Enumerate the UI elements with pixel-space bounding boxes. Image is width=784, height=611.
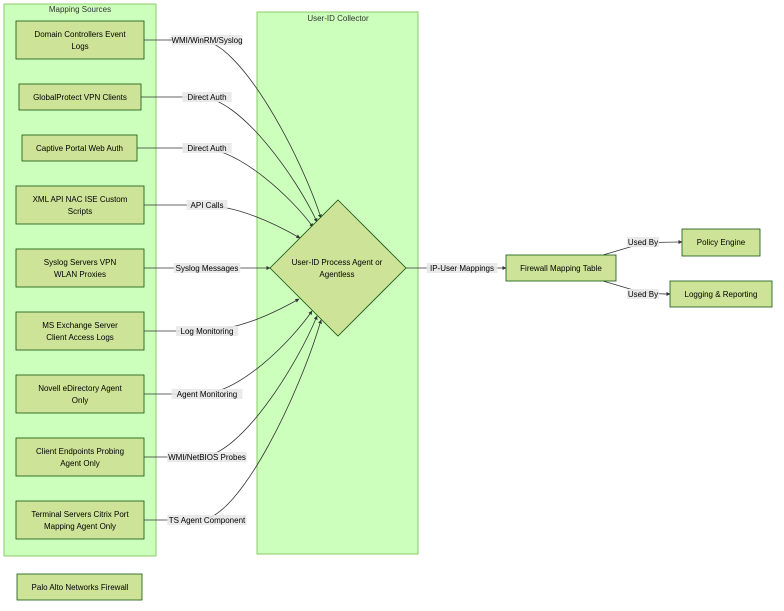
- source-node-box-ts: [15, 500, 145, 540]
- edge-label-gp: Direct Auth: [182, 92, 232, 102]
- source-label-ex-line-2: Client Access Logs: [46, 333, 114, 342]
- source-node-box-sys: [15, 248, 145, 288]
- source-node-gp[interactable]: GlobalProtect VPN Clients: [18, 83, 142, 111]
- source-node-box-xml: [15, 185, 145, 225]
- firewall-label: Palo Alto Networks Firewall: [32, 583, 129, 592]
- source-label-xml-line-2: Scripts: [68, 207, 92, 216]
- mapping-table-node[interactable]: Firewall Mapping Table: [505, 254, 617, 282]
- source-label-nov-line-2: Only: [72, 396, 88, 405]
- edge-label-text-used-by-1: Used By: [628, 290, 658, 299]
- source-node-cp[interactable]: Captive Portal Web Auth: [21, 134, 138, 162]
- source-label-ts-line-1: Terminal Servers Citrix Port: [31, 510, 129, 519]
- process-label-line-1: User-ID Process Agent or: [292, 258, 383, 267]
- policy-engine-label: Policy Engine: [697, 238, 746, 247]
- source-label-dc-line-2: Logs: [71, 42, 88, 51]
- edge-label-bg-nov: [171, 389, 243, 399]
- edge-label-cp: Direct Auth: [182, 143, 232, 153]
- edge-label-text-nov: Agent Monitoring: [177, 390, 237, 399]
- edge-label-text-dc: WMI/WinRM/Syslog: [171, 36, 242, 45]
- source-nodes: Domain Controllers EventLogsGlobalProtec…: [15, 20, 145, 540]
- edge-label-bg-cp: [182, 143, 232, 153]
- logging-reporting-node[interactable]: Logging & Reporting: [669, 280, 773, 308]
- firewall-node[interactable]: Palo Alto Networks Firewall: [16, 573, 143, 601]
- edge-label-ip-user-mappings: IP-User Mappings: [426, 263, 498, 273]
- process-label-line-2: Agentless: [319, 270, 354, 279]
- source-node-box-dc: [15, 20, 145, 60]
- edge-label-bg-gp: [182, 92, 232, 102]
- source-label-ex-line-1: MS Exchange Server: [42, 321, 118, 330]
- edge-label-bg-ip-user-mappings: [426, 263, 498, 273]
- edge-label-text-ts: TS Agent Component: [169, 516, 246, 525]
- source-node-box-gp: [18, 83, 142, 111]
- edge-label-text-used-by-0: Used By: [628, 238, 658, 247]
- edge-label-dc: WMI/WinRM/Syslog: [171, 35, 243, 45]
- edge-label-ex: Log Monitoring: [175, 326, 239, 336]
- source-label-xml-line-1: XML API NAC ISE Custom: [33, 195, 128, 204]
- edge-label-nov: Agent Monitoring: [171, 389, 243, 399]
- edge-label-text-ip-user-mappings: IP-User Mappings: [430, 264, 494, 273]
- edge-label-used-by-1: Used By: [626, 289, 660, 299]
- source-label-ce-line-2: Agent Only: [60, 459, 100, 468]
- edge-label-bg-xml: [186, 200, 228, 210]
- source-node-box-ce: [15, 437, 145, 477]
- source-label-nov-line-1: Novell eDirectory Agent: [38, 384, 122, 393]
- cluster-user-id-collector-title: User-ID Collector: [307, 14, 369, 23]
- edge-label-used-by-0: Used By: [626, 237, 660, 247]
- edge-label-text-xml: API Calls: [191, 201, 224, 210]
- edge-label-xml: API Calls: [186, 200, 228, 210]
- source-label-sys-line-1: Syslog Servers VPN: [44, 258, 117, 267]
- edge-label-text-cp: Direct Auth: [187, 144, 226, 153]
- edge-label-text-ce: WMI/NetBIOS Probes: [168, 453, 246, 462]
- edge-label-bg-dc: [171, 35, 243, 45]
- mapping-table-label: Firewall Mapping Table: [520, 264, 602, 273]
- edge-label-ts: TS Agent Component: [167, 515, 247, 525]
- source-node-box-cp: [21, 134, 138, 162]
- source-node-sys[interactable]: Syslog Servers VPN WLAN Proxies: [15, 248, 145, 288]
- edge-label-text-gp: Direct Auth: [187, 93, 226, 102]
- edge-label-bg-used-by-1: [626, 289, 660, 299]
- edge-label-text-sys: Syslog Messages: [176, 264, 239, 273]
- source-label-ts-line-2: Mapping Agent Only: [44, 522, 116, 531]
- cluster-mapping-sources-title: Mapping Sources: [49, 5, 111, 14]
- edge-label-bg-used-by-0: [626, 237, 660, 247]
- source-node-box-nov: [15, 374, 145, 414]
- source-label-ce-line-1: Client Endpoints Probing: [36, 447, 124, 456]
- edge-label-bg-ex: [175, 326, 239, 336]
- source-node-box-ex: [15, 311, 145, 351]
- source-label-sys-line-2: WLAN Proxies: [54, 270, 106, 279]
- policy-engine-node[interactable]: Policy Engine: [681, 228, 761, 257]
- edge-label-bg-ts: [167, 515, 247, 525]
- edge-label-bg-ce: [167, 452, 247, 462]
- edge-label-bg-sys: [173, 263, 241, 273]
- process-node[interactable]: User-ID Process Agent or Agentless: [269, 199, 407, 337]
- edge-label-ce: WMI/NetBIOS Probes: [167, 452, 247, 462]
- edge-label-text-ex: Log Monitoring: [181, 327, 234, 336]
- source-label-cp: Captive Portal Web Auth: [36, 144, 123, 153]
- edge-label-sys: Syslog Messages: [173, 263, 241, 273]
- logging-reporting-label: Logging & Reporting: [685, 290, 758, 299]
- source-label-gp: GlobalProtect VPN Clients: [33, 93, 127, 102]
- source-label-dc-line-1: Domain Controllers Event: [34, 30, 126, 39]
